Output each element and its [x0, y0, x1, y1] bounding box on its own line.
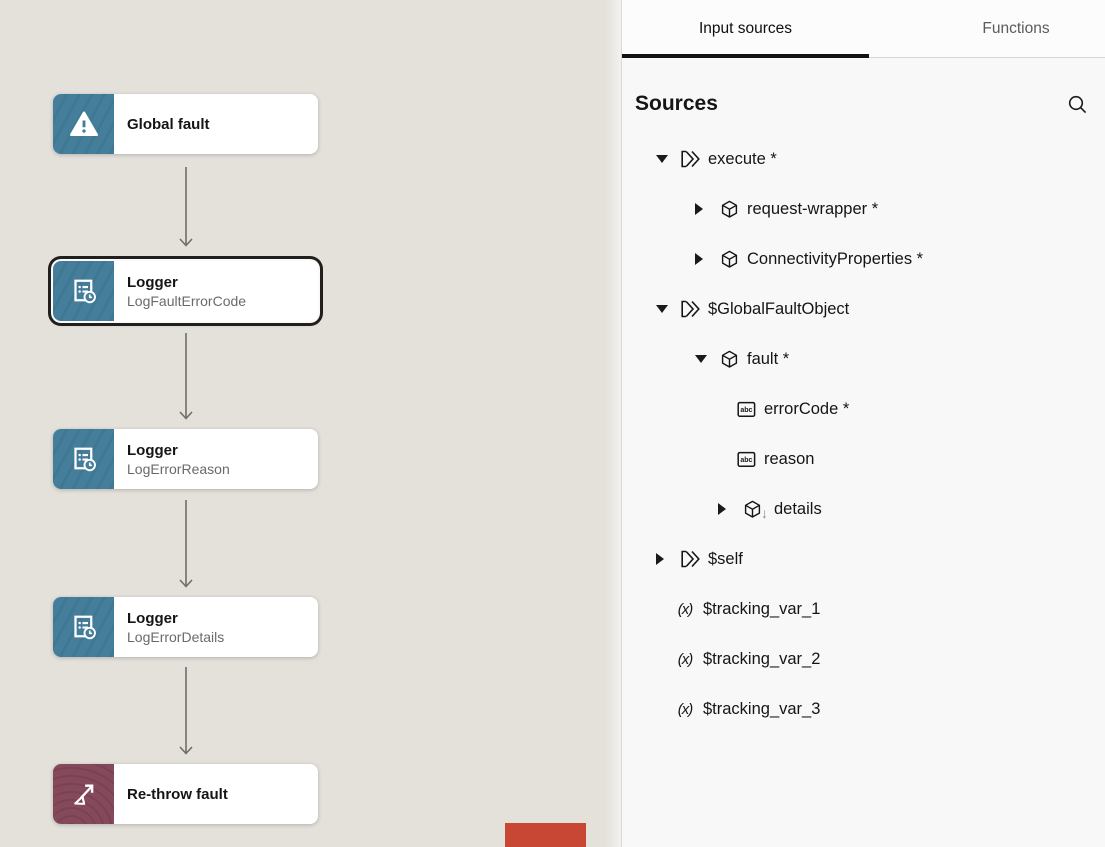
flow-node[interactable]: Logger LogErrorDetails [53, 597, 318, 657]
expand-toggle-icon[interactable] [695, 203, 717, 215]
tree-item-label: request-wrapper * [747, 199, 879, 218]
tree-item-label: details [774, 499, 822, 518]
object-icon [717, 350, 741, 369]
expand-toggle-icon[interactable] [656, 155, 678, 163]
tree-item[interactable]: (x) $tracking_var_3 [622, 684, 1105, 734]
expand-toggle-icon[interactable] [656, 553, 678, 565]
svg-text:abc: abc [740, 457, 752, 464]
rethrow-arrow-icon [53, 764, 114, 824]
tree-item[interactable]: (x) $tracking_var_1 [622, 584, 1105, 634]
tree-item[interactable]: request-wrapper * [622, 184, 1105, 234]
tree-item-label: reason [764, 449, 815, 468]
object-any-icon [740, 500, 764, 519]
tab-functions[interactable]: Functions [982, 19, 1050, 37]
tree-item[interactable]: abc reason [622, 434, 1105, 484]
active-tab-underline [622, 54, 869, 58]
message-icon [678, 550, 702, 568]
logger-icon [53, 261, 114, 321]
tree-item-label: $GlobalFaultObject [708, 299, 850, 318]
tree-item-label: errorCode * [764, 399, 850, 418]
tree-item-label: fault * [747, 349, 790, 368]
tree-item[interactable]: ↓ details [622, 484, 1105, 534]
tree-item-label: ConnectivityProperties * [747, 249, 924, 268]
tab-input-sources[interactable]: Input sources [698, 19, 793, 37]
logger-icon [53, 597, 114, 657]
node-subtitle: LogErrorDetails [127, 628, 225, 645]
tree-item[interactable]: fault * [622, 334, 1105, 384]
object-icon [717, 250, 741, 269]
tree-item[interactable]: $GlobalFaultObject [622, 284, 1105, 334]
tree-item-label: $tracking_var_3 [703, 699, 821, 718]
tree-item[interactable]: execute * [622, 134, 1105, 184]
node-title: Logger [127, 609, 178, 627]
expand-toggle-icon[interactable] [718, 503, 740, 515]
string-icon: abc [734, 451, 758, 468]
panel-tab-bar: Input sources Functions [622, 0, 1105, 58]
tree-item-label: $self [708, 549, 743, 568]
variable-icon: (x) [677, 600, 693, 618]
tree-item[interactable]: abc errorCode * [622, 384, 1105, 434]
flow-connector-arrow [179, 667, 193, 755]
logger-icon [53, 429, 114, 489]
tree-item[interactable]: ConnectivityProperties * [622, 234, 1105, 284]
flow-node[interactable]: Global fault [53, 94, 318, 154]
message-icon [678, 150, 702, 168]
string-icon: abc [734, 401, 758, 418]
flow-connector-arrow [179, 167, 193, 247]
node-title: Re-throw fault [127, 785, 228, 803]
flow-node[interactable]: Logger LogFaultErrorCode [53, 261, 318, 321]
svg-text:abc: abc [740, 407, 752, 414]
clipped-red-shape [505, 823, 586, 847]
node-subtitle: LogErrorReason [127, 460, 230, 477]
flow-node[interactable]: Re-throw fault [53, 764, 318, 824]
anytype-down-arrow-icon: ↓ [761, 505, 768, 521]
variable-icon: (x) [677, 700, 693, 718]
object-icon [717, 200, 741, 219]
canvas-edge-fade [605, 0, 621, 847]
tree-item[interactable]: (x) $tracking_var_2 [622, 634, 1105, 684]
tree-item-label: execute * [708, 149, 777, 168]
expand-toggle-icon[interactable] [695, 253, 717, 265]
flow-canvas[interactable]: Global fault Logger LogFaultErrorCode [0, 0, 621, 847]
node-subtitle: LogFaultErrorCode [127, 292, 247, 309]
expand-toggle-icon[interactable] [656, 305, 678, 313]
sources-tree: execute * request-wrapper * Connectivity… [622, 134, 1105, 734]
tree-item-label: $tracking_var_1 [703, 599, 821, 618]
flow-connector-arrow [179, 500, 193, 588]
flow-node[interactable]: Logger LogErrorReason [53, 429, 318, 489]
message-icon [678, 300, 702, 318]
warning-triangle-icon [53, 94, 114, 154]
tree-item-label: $tracking_var_2 [703, 649, 821, 668]
sources-title: Sources [635, 92, 718, 115]
mapper-side-panel: Input sources Functions Sources execute … [621, 0, 1105, 847]
node-title: Logger [127, 441, 178, 459]
node-title: Logger [127, 273, 178, 291]
flow-connector-arrow [179, 333, 193, 420]
expand-toggle-icon[interactable] [695, 355, 717, 363]
node-title: Global fault [127, 115, 210, 133]
search-icon[interactable] [1065, 92, 1089, 116]
variable-icon: (x) [677, 650, 693, 668]
tree-item[interactable]: $self [622, 534, 1105, 584]
